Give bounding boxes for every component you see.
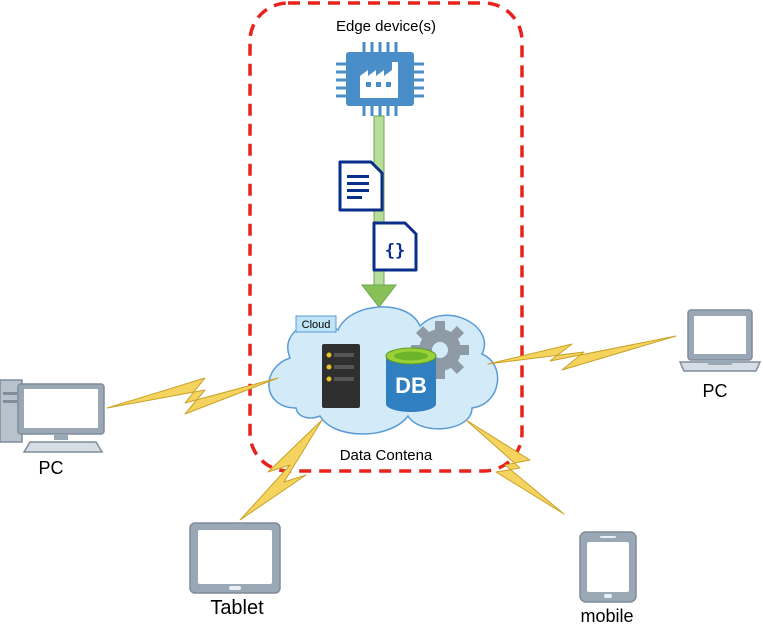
lightning-link-tablet xyxy=(239,419,323,521)
lightning-link-pc-left xyxy=(106,377,279,415)
edge-device-label: Edge device(s) xyxy=(336,18,436,35)
desktop-pc-icon xyxy=(0,379,105,453)
tablet-icon xyxy=(189,522,281,594)
svg-text:Cloud: Cloud xyxy=(302,319,331,331)
database-icon: DB xyxy=(385,347,437,412)
pc-left-label: PC xyxy=(38,458,63,478)
data-container-label: Data Contena xyxy=(340,447,433,464)
lightning-link-pc-right xyxy=(487,335,677,371)
mobile-label: mobile xyxy=(580,606,633,626)
cloud-tag: Cloud xyxy=(295,315,337,333)
pc-right-label: PC xyxy=(702,381,727,401)
svg-text:{}: {} xyxy=(385,241,405,261)
db-label: DB xyxy=(395,373,427,398)
tablet-label: Tablet xyxy=(210,597,264,619)
json-file-icon: {} xyxy=(372,221,418,272)
server-icon xyxy=(322,344,360,408)
mobile-phone-icon xyxy=(579,531,637,603)
laptop-icon xyxy=(678,309,762,372)
edge-cloud-boundary xyxy=(248,1,524,473)
chip-factory-icon xyxy=(336,42,424,116)
lightning-link-mobile xyxy=(465,419,565,515)
document-icon xyxy=(338,160,384,212)
